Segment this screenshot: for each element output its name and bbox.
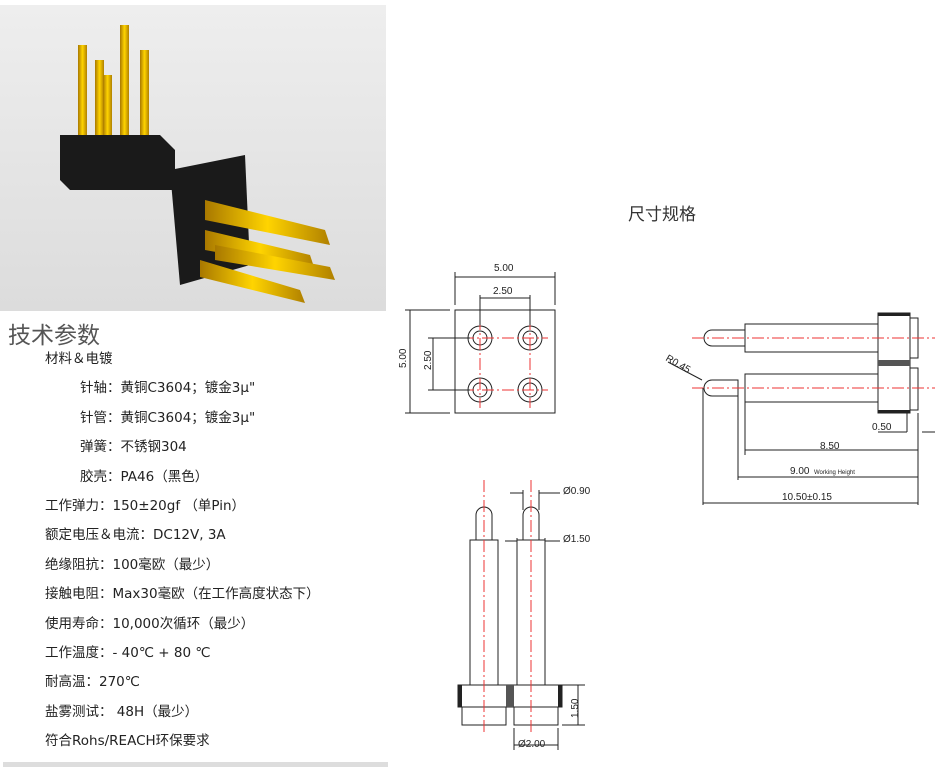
divider xyxy=(3,762,388,767)
spec-item: 弹簧：不锈钢304 xyxy=(80,439,187,456)
spec-item: 耐高温：270℃ xyxy=(45,674,140,691)
spec-item: 胶壳：PA46（黑色） xyxy=(80,468,209,485)
spec-item: 绝缘阻抗：100毫欧（最少） xyxy=(45,556,220,573)
spec-item: 盐雾测试： 48H（最少） xyxy=(45,703,199,720)
svg-text:2.50: 2.50 xyxy=(493,286,513,297)
svg-text:5.00: 5.00 xyxy=(398,348,409,368)
svg-text:Ø0.90: Ø0.90 xyxy=(563,486,591,497)
svg-text:1.50: 1.50 xyxy=(570,698,581,718)
top-view-drawing: 5.00 2.50 5.00 2.50 xyxy=(398,263,556,414)
dimension-title: 尺寸规格 xyxy=(628,205,696,225)
spec-item: 接触电阻：Max30毫欧（在工作高度状态下） xyxy=(45,586,320,603)
svg-text:R0.45: R0.45 xyxy=(664,353,693,376)
svg-text:0.50: 0.50 xyxy=(872,422,892,433)
svg-text:Ø2.00: Ø2.00 xyxy=(518,739,546,750)
svg-text:Ø1.50: Ø1.50 xyxy=(563,534,591,545)
spec-item: 符合Rohs/REACH环保要求 xyxy=(45,733,210,750)
spec-item: 使用寿命：10,000次循环（最少） xyxy=(45,615,255,632)
connector-illustration xyxy=(60,25,335,303)
svg-text:9.00: 9.00 xyxy=(790,466,810,477)
svg-text:5.00: 5.00 xyxy=(494,263,514,274)
spec-item: 工作温度：- 40℃ + 80 ℃ xyxy=(45,645,211,661)
side-view-drawing: R0.45 0.50 8.50 9.00 Working Height 10.5… xyxy=(664,312,935,505)
spec-item: 额定电压＆电流：DC12V, 3A xyxy=(45,527,226,544)
section-title: 技术参数 xyxy=(8,323,100,349)
svg-text:Working Height: Working Height xyxy=(814,470,855,476)
spec-item: 材料＆电镀 xyxy=(45,351,113,367)
spec-item: 工作弹力：150±20gf （单Pin） xyxy=(45,498,246,514)
svg-text:10.50±0.15: 10.50±0.15 xyxy=(782,492,832,503)
spec-item: 针轴：黄铜C3604；镀金3μ" xyxy=(80,380,256,397)
spec-item: 针管：黄铜C3604；镀金3μ" xyxy=(80,409,256,426)
svg-text:2.50: 2.50 xyxy=(423,350,434,370)
svg-text:8.50: 8.50 xyxy=(820,441,840,452)
front-view-drawing: Ø0.90 Ø1.50 1.50 Ø2.00 xyxy=(457,480,591,750)
product-photo xyxy=(0,5,386,311)
